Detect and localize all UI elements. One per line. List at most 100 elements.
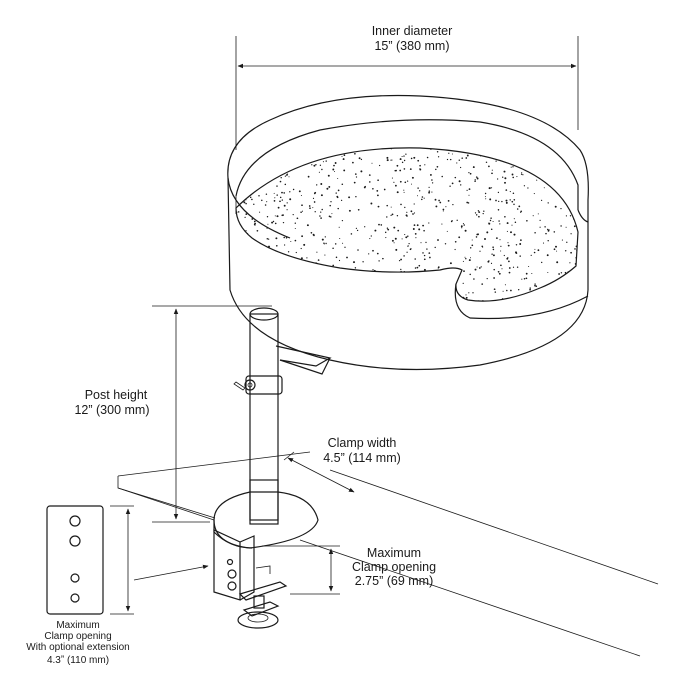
speckle-dot xyxy=(327,276,329,278)
speckle-dot xyxy=(283,236,286,239)
speckle-dot xyxy=(443,285,445,288)
speckle-dot xyxy=(493,277,495,279)
speckle-dot xyxy=(520,298,522,300)
speckle-dot xyxy=(245,202,247,205)
speckle-dot xyxy=(456,162,458,164)
speckle-dot xyxy=(480,266,482,268)
speckle-dot xyxy=(281,191,283,194)
speckle-dot xyxy=(560,207,562,210)
speckle-dot xyxy=(521,278,523,280)
speckle-dot xyxy=(266,201,268,203)
speckle-dot xyxy=(278,260,281,263)
speckle-dot xyxy=(282,214,284,216)
speckle-dot xyxy=(312,289,314,291)
speckle-dot xyxy=(288,168,290,171)
speckle-dot xyxy=(428,190,431,192)
speckle-dot xyxy=(371,283,374,286)
speckle-dot xyxy=(508,271,511,274)
speckle-dot xyxy=(551,160,553,162)
speckle-dot xyxy=(490,187,493,189)
speckle-dot xyxy=(403,191,405,193)
speckle-dot xyxy=(414,233,417,235)
speckle-dot xyxy=(343,169,346,172)
speckle-dot xyxy=(350,289,352,291)
speckle-dot xyxy=(508,267,511,269)
speckle-dot xyxy=(475,236,478,238)
speckle-dot xyxy=(267,297,270,299)
speckle-dot xyxy=(415,272,417,275)
speckle-dot xyxy=(400,268,402,271)
speckle-dot xyxy=(502,290,504,292)
speckle-dot xyxy=(336,272,338,274)
speckle-dot xyxy=(539,219,541,222)
speckle-dot xyxy=(364,226,366,228)
speckle-dot xyxy=(277,164,280,166)
speckle-dot xyxy=(312,233,315,236)
speckle-dot xyxy=(274,197,276,199)
speckle-dot xyxy=(522,174,524,176)
speckle-dot xyxy=(484,196,486,198)
speckle-dot xyxy=(486,231,489,234)
speckle-dot xyxy=(474,180,476,182)
speckle-dot xyxy=(339,237,341,240)
speckle-dot xyxy=(266,156,269,159)
speckle-dot xyxy=(465,294,467,296)
speckle-dot xyxy=(372,269,374,271)
speckle-dot xyxy=(431,191,433,193)
speckle-dot xyxy=(428,252,431,254)
speckle-dot xyxy=(490,262,493,265)
speckle-dot xyxy=(406,215,408,217)
speckle-dot xyxy=(296,282,299,285)
speckle-dot xyxy=(251,218,254,220)
speckle-dot xyxy=(519,255,521,257)
speckle-dot xyxy=(566,241,568,243)
speckle-dot xyxy=(236,180,239,183)
speckle-dot xyxy=(245,230,247,232)
speckle-dot xyxy=(413,224,416,226)
speckle-dot xyxy=(377,297,380,299)
speckle-dot xyxy=(504,216,506,218)
speckle-dot xyxy=(418,293,420,295)
speckle-dot xyxy=(514,154,517,156)
speckle-dot xyxy=(237,239,240,242)
speckle-dot xyxy=(245,213,248,215)
speckle-dot xyxy=(281,199,283,201)
speckle-dot xyxy=(315,163,317,166)
speckle-dot xyxy=(478,211,481,214)
speckle-dot xyxy=(552,171,554,174)
speckle-dot xyxy=(243,201,246,204)
speckle-dot xyxy=(313,164,316,167)
speckle-dot xyxy=(299,155,302,158)
speckle-dot xyxy=(274,215,276,217)
speckle-dot xyxy=(412,228,415,230)
speckle-dot xyxy=(492,254,495,257)
speckle-dot xyxy=(568,199,571,201)
speckle-dot xyxy=(489,198,492,201)
speckle-dot xyxy=(310,231,313,234)
speckle-dot xyxy=(355,176,358,178)
speckle-dot xyxy=(442,208,445,211)
speckle-dot xyxy=(272,164,274,167)
speckle-dot xyxy=(510,289,512,292)
speckle-dot xyxy=(441,223,443,225)
speckle-dot xyxy=(279,196,282,199)
speckle-dot xyxy=(249,196,252,199)
speckle-dot xyxy=(510,166,512,168)
speckle-dot xyxy=(354,152,356,155)
speckle-dot xyxy=(386,216,388,218)
speckle-dot xyxy=(291,275,293,277)
speckle-dot xyxy=(381,284,384,287)
speckle-dot xyxy=(275,237,278,240)
speckle-dot xyxy=(518,205,521,208)
speckle-dot xyxy=(417,187,419,189)
speckle-dot xyxy=(466,189,468,191)
speckle-dot xyxy=(417,159,420,162)
speckle-dot xyxy=(536,179,538,181)
speckle-dot xyxy=(408,296,410,298)
speckle-dot xyxy=(513,233,516,236)
speckle-dot xyxy=(250,155,253,158)
speckle-dot xyxy=(562,146,563,147)
speckle-dot xyxy=(430,298,433,301)
speckle-dot xyxy=(519,301,521,302)
speckle-dot xyxy=(479,155,482,157)
